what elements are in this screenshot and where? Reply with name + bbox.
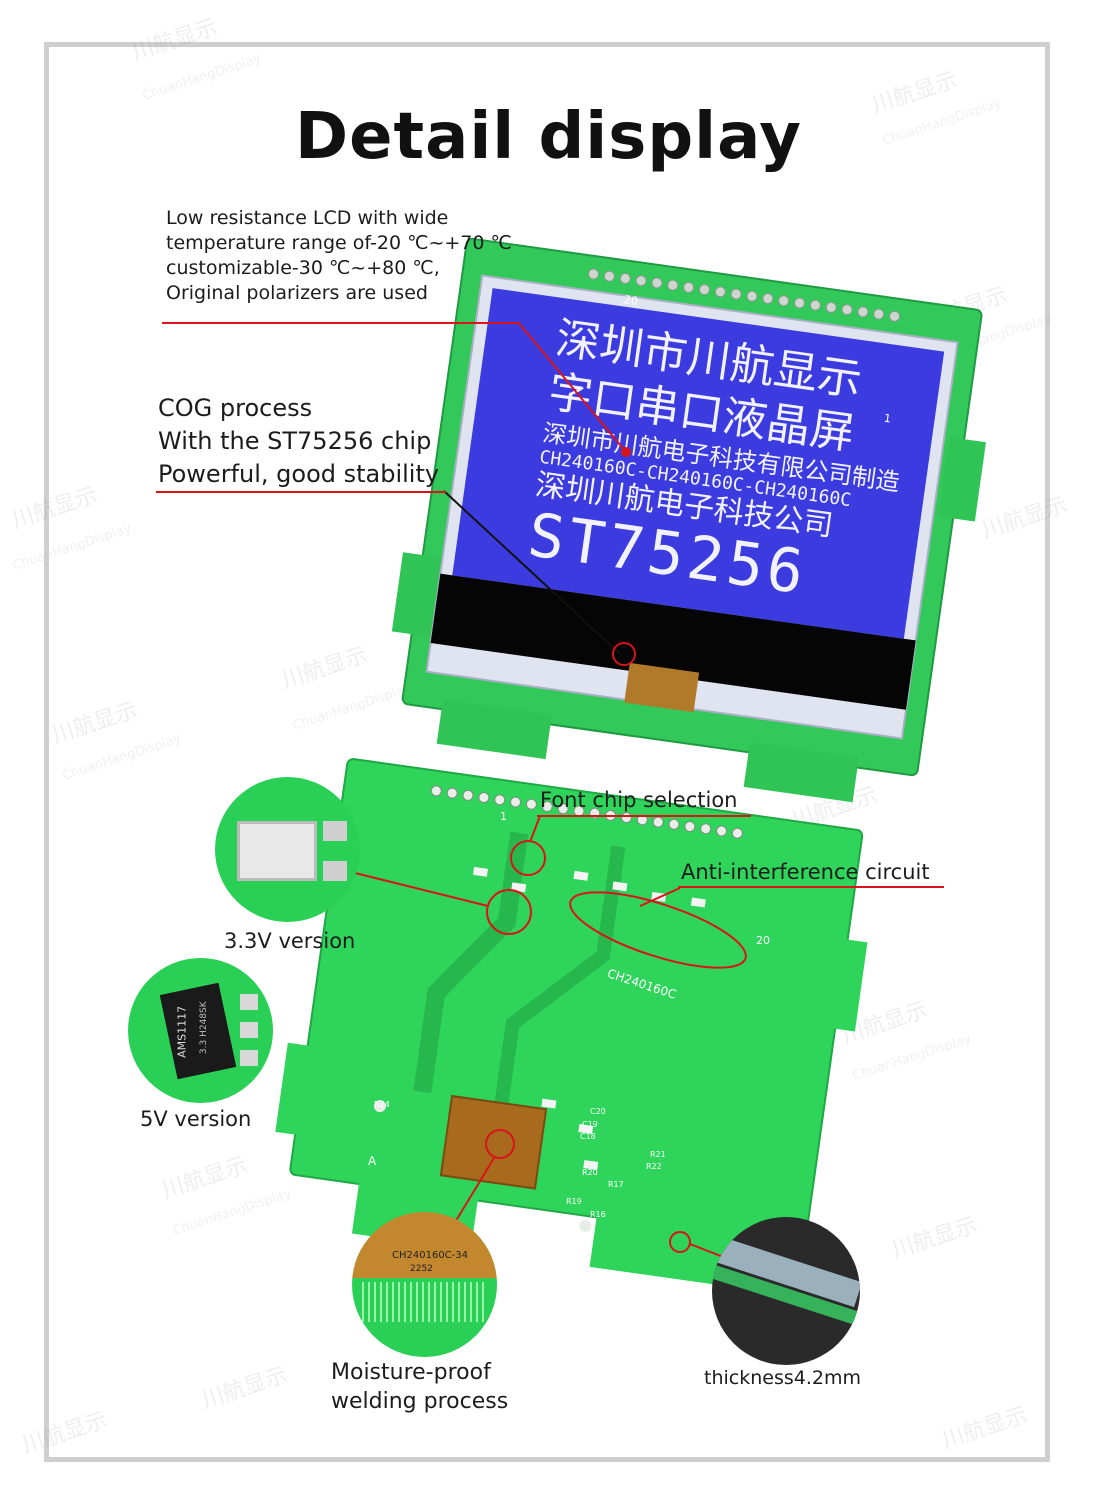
pcb-board: CH240160C 1 20 A K R24 C20 C19 C18 R21 R… [275, 758, 868, 1312]
callout-underline [537, 815, 751, 817]
label-moisture-proof: Moisture-proof welding process [331, 1358, 508, 1416]
marker-circle [510, 840, 546, 876]
marker-circle [486, 889, 532, 935]
closeup-thickness [712, 1217, 860, 1365]
callout-underline [678, 886, 944, 888]
marker-dot [621, 447, 631, 457]
closeup-3v3-component [237, 821, 317, 881]
pcb-pad-a: A [368, 1154, 377, 1168]
marker-circle [612, 642, 636, 666]
marker-circle [485, 1129, 515, 1159]
lcd-module: 20 1 深圳市川航显示 字口串口液晶屏 深圳市川航电子科技有限公司制造 CH2… [391, 237, 986, 803]
closeup-chip-label: AMS1117 [175, 1005, 189, 1058]
pcb-ref-r20: R20 [582, 1168, 598, 1177]
closeup-fpc-sub: 2252 [410, 1264, 433, 1274]
callout-lcd-desc: Low resistance LCD with wide temperature… [166, 206, 512, 306]
callout-cog: COG process With the ST75256 chip Powerf… [158, 392, 439, 491]
page-frame [44, 42, 1050, 1462]
pcb-ref-c18: C18 [580, 1132, 596, 1141]
callout-line: Original polarizers are used [166, 282, 428, 305]
closeup-5v: AMS1117 3.3 H248SK [128, 958, 273, 1103]
label-3v3-version: 3.3V version [224, 929, 356, 953]
closeup-5v-pad [240, 1050, 258, 1066]
pcb-ref-r21: R21 [650, 1150, 666, 1159]
callout-line: Moisture-proof [331, 1360, 491, 1385]
pcb-ref-r16: R16 [590, 1210, 606, 1219]
callout-line: Powerful, good stability [158, 460, 440, 488]
pcb-ref-r19: R19 [566, 1197, 582, 1206]
callout-line: customizable-30 ℃~+80 ℃, [166, 257, 440, 280]
callout-underline [156, 491, 446, 493]
callout-font-chip: Font chip selection [540, 788, 738, 812]
pcb-pin-label-right: 20 [756, 934, 770, 947]
closeup-5v-chip: AMS1117 3.3 H248SK [159, 982, 237, 1080]
pcb-ref-r24: R24 [374, 1100, 390, 1109]
pcb-ref-r17: R17 [608, 1180, 624, 1189]
closeup-3v3-pad [323, 861, 347, 881]
closeup-fpc-strip: CH240160C-34 2252 [352, 1212, 497, 1278]
closeup-chip-sub: 3.3 H248SK [198, 1001, 209, 1055]
callout-line: welding process [331, 1389, 509, 1414]
closeup-fpc-traces [362, 1282, 487, 1322]
closeup-3v3 [215, 777, 360, 922]
page-title: Detail display [295, 100, 802, 174]
marker-ellipse [569, 891, 747, 969]
closeup-fpc-label: CH240160C-34 [392, 1250, 468, 1261]
callout-anti-interference: Anti-interference circuit [681, 860, 930, 884]
pcb-pad-k: K [580, 1250, 588, 1264]
label-thickness: thickness4.2mm [704, 1367, 861, 1389]
callout-line: With the ST75256 chip [158, 427, 432, 455]
label-5v-version: 5V version [140, 1107, 252, 1131]
lcd-module-drawing [391, 237, 986, 803]
callout-line: Low resistance LCD with wide [166, 207, 449, 229]
closeup-5v-pad [240, 994, 258, 1010]
callout-underline [162, 322, 518, 324]
pcb-ref-c20: C20 [590, 1107, 606, 1116]
closeup-5v-pad [240, 1022, 258, 1038]
marker-circle [669, 1231, 691, 1253]
closeup-3v3-pad [323, 821, 347, 841]
pcb-drawing [275, 758, 868, 1288]
pcb-ref-r22: R22 [646, 1162, 662, 1171]
callout-line: temperature range of-20 ℃~+70 ℃ [166, 232, 512, 255]
pin-row [588, 268, 901, 322]
pcb-pin-label-left: 1 [500, 810, 507, 823]
callout-line: COG process [158, 394, 313, 422]
pcb-ref-c19: C19 [582, 1120, 598, 1129]
closeup-fpc: CH240160C-34 2252 [352, 1212, 497, 1357]
